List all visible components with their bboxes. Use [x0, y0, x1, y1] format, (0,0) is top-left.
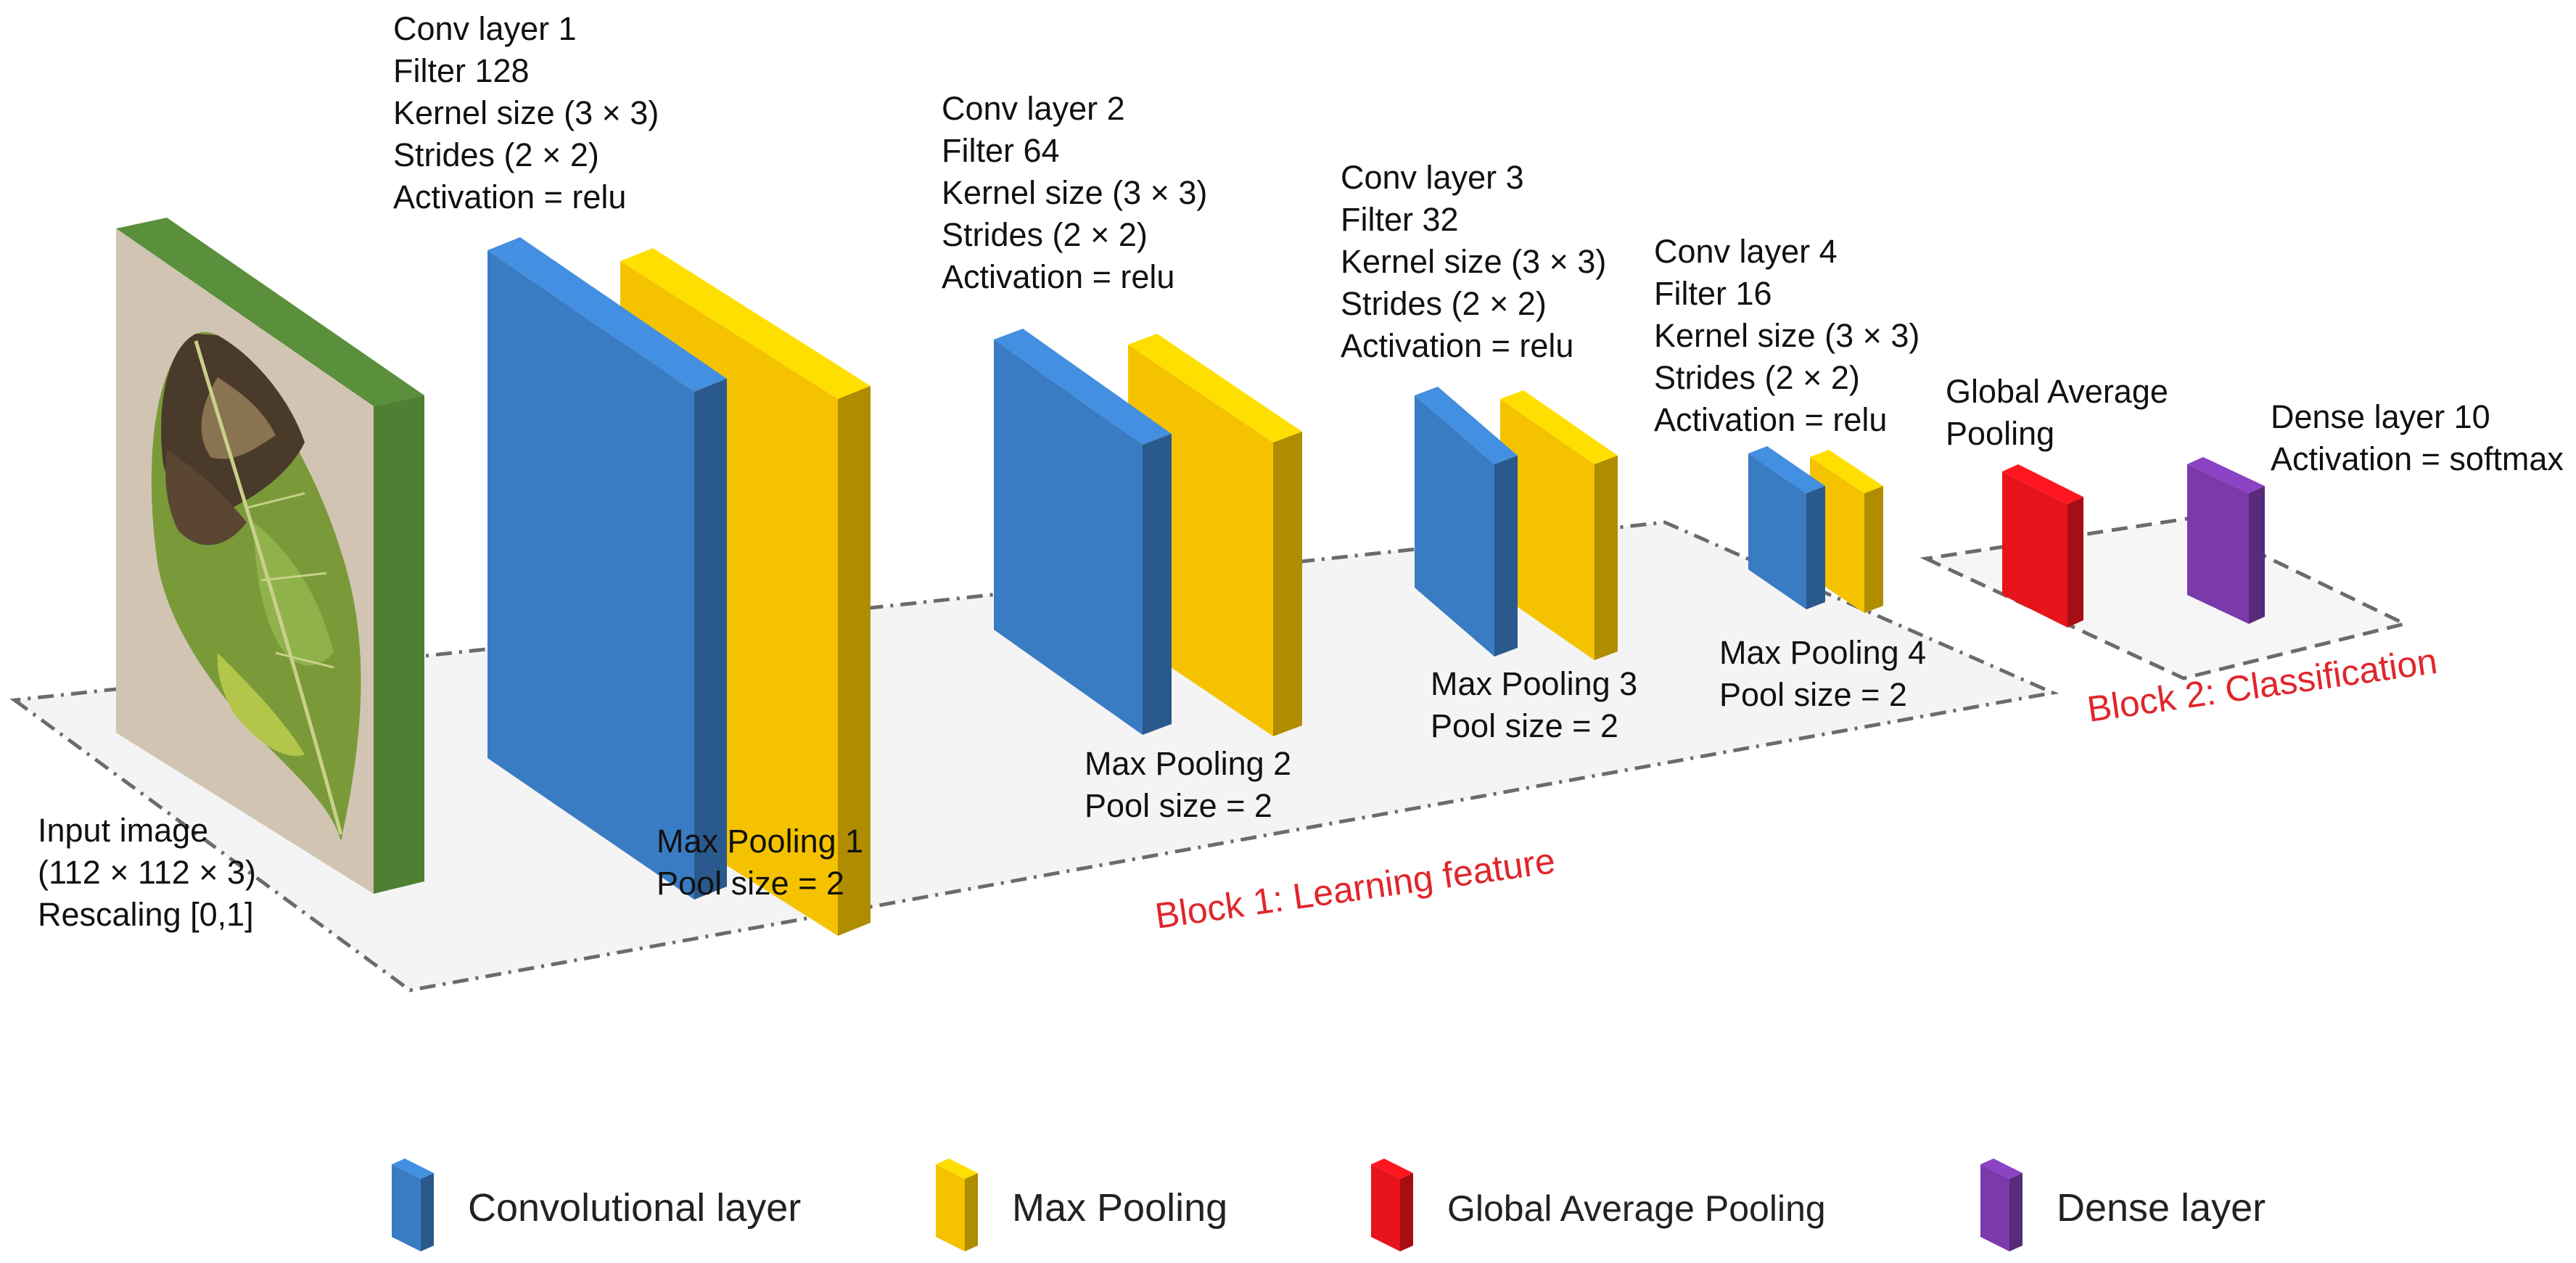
conv2-label-line: Kernel size (3 × 3)	[942, 174, 1207, 211]
conv1-label-line: Filter 128	[393, 52, 530, 89]
legend-label: Dense layer	[2057, 1186, 2266, 1230]
input-label-line: Input image	[38, 812, 208, 849]
legend-swatch-top	[392, 1159, 434, 1179]
conv-layer-2-box-side	[1143, 434, 1172, 735]
conv4-label-line: Strides (2 × 2)	[1654, 359, 1860, 396]
max-pooling-3-box-front	[1500, 399, 1594, 660]
max-pooling-4-box-top	[1810, 450, 1883, 493]
block1-label: Block 1: Learning feature	[1153, 840, 1557, 937]
conv2-label-line: Filter 64	[942, 132, 1060, 169]
legend-label: Global Average Pooling	[1447, 1188, 1826, 1229]
dense-layer-box-top	[2187, 457, 2265, 493]
conv4-label-line: Activation = relu	[1654, 401, 1887, 438]
legend-swatch-front	[1371, 1164, 1400, 1251]
conv-layer-3-box-front	[1415, 395, 1494, 657]
pool2-label-line: Pool size = 2	[1085, 787, 1272, 824]
max-pooling-1-box-top	[620, 248, 871, 399]
conv1-label-line: Kernel size (3 × 3)	[393, 94, 659, 131]
legend-item: Max Pooling	[936, 1159, 1227, 1251]
max-pooling-3-box-side	[1594, 456, 1618, 660]
legend-swatch-top	[1371, 1159, 1413, 1179]
pool2-label-line: Max Pooling 2	[1085, 745, 1291, 782]
conv-layer-4-box-front	[1748, 453, 1806, 609]
layer-boxes	[487, 237, 2265, 936]
legend-swatch-side	[2009, 1173, 2022, 1251]
conv1-label-line: Activation = relu	[393, 178, 626, 215]
dense-layer-box-side	[2249, 486, 2265, 624]
conv-layer-1-box-side	[694, 379, 727, 900]
conv-layer-3-box-top	[1415, 387, 1518, 464]
conv-layer-1-box-front	[487, 250, 694, 900]
dense-label-line: Activation = softmax	[2271, 440, 2564, 477]
legend-swatch-top	[1980, 1159, 2022, 1179]
legend-label: Convolutional layer	[468, 1186, 801, 1230]
global-average-pooling-box-front	[2002, 472, 2067, 628]
legend-swatch-side	[965, 1173, 978, 1251]
conv4-label-line: Filter 16	[1654, 275, 1772, 312]
conv-layer-2-box-top	[994, 329, 1172, 445]
legend-swatch-front	[1980, 1164, 2009, 1251]
pool1-label-line: Max Pooling 1	[657, 823, 863, 860]
conv-layer-4-box	[1748, 446, 1825, 609]
conv3-label-line: Activation = relu	[1341, 327, 1573, 364]
gap-label-line: Global Average	[1946, 373, 2168, 410]
input-label-line: (112 × 112 × 3)	[38, 854, 256, 891]
legend-label: Max Pooling	[1012, 1186, 1227, 1230]
max-pooling-2-box-top	[1128, 334, 1302, 443]
conv-layer-4-box-top	[1748, 446, 1825, 493]
conv3-label-line: Strides (2 × 2)	[1341, 285, 1547, 322]
max-pooling-3-box-top	[1500, 390, 1618, 464]
conv1-label-line: Conv layer 1	[393, 10, 577, 47]
conv-layer-1-box-top	[487, 237, 727, 392]
legend-swatch-side	[421, 1173, 434, 1251]
conv2-label-line: Conv layer 2	[942, 90, 1125, 127]
conv4-label-line: Conv layer 4	[1654, 233, 1838, 270]
conv-layer-2-box	[994, 329, 1172, 735]
conv2-label-line: Strides (2 × 2)	[942, 216, 1148, 253]
gap-label-line: Pooling	[1946, 415, 2054, 452]
legend-swatch-front	[392, 1164, 421, 1251]
conv-layer-2-box-front	[994, 340, 1143, 735]
input-image-layer	[116, 218, 424, 894]
global-average-pooling-box-side	[2067, 497, 2083, 628]
conv2-label-line: Activation = relu	[942, 258, 1174, 295]
leaf-photo	[151, 332, 361, 842]
global-average-pooling-box	[2002, 464, 2083, 628]
legend-item: Dense layer	[1980, 1159, 2266, 1251]
conv3-label-line: Conv layer 3	[1341, 159, 1524, 196]
conv-layer-1-box	[487, 237, 727, 900]
pool4-label-line: Pool size = 2	[1719, 676, 1907, 713]
dense-layer-box	[2187, 457, 2265, 624]
conv-layer-3-box-side	[1494, 456, 1518, 657]
pool4-label-line: Max Pooling 4	[1719, 634, 1926, 671]
input-label-line: Rescaling [0,1]	[38, 896, 254, 933]
conv3-label-line: Kernel size (3 × 3)	[1341, 243, 1606, 280]
max-pooling-1-box-side	[838, 386, 871, 936]
legend-swatch-front	[936, 1164, 965, 1251]
conv-layer-4-box-side	[1806, 486, 1825, 609]
dense-label-line: Dense layer 10	[2271, 398, 2490, 435]
pool1-label-line: Pool size = 2	[657, 865, 844, 902]
legend-swatch-side	[1400, 1173, 1413, 1251]
legend-item: Global Average Pooling	[1371, 1159, 1826, 1251]
conv3-label-line: Filter 32	[1341, 201, 1459, 238]
global-average-pooling-box-top	[2002, 464, 2083, 504]
pool3-label-line: Max Pooling 3	[1431, 665, 1637, 702]
legend-item: Convolutional layer	[392, 1159, 801, 1251]
layer-labels: Input image (112 × 112 × 3) Rescaling [0,1…	[38, 10, 2564, 933]
max-pooling-3-box	[1500, 390, 1618, 660]
legend-swatch-top	[936, 1159, 978, 1179]
max-pooling-4-box-side	[1864, 486, 1883, 613]
conv4-label-line: Kernel size (3 × 3)	[1654, 317, 1919, 354]
dense-layer-box-front	[2187, 464, 2249, 624]
pool3-label-line: Pool size = 2	[1431, 707, 1618, 744]
max-pooling-2-box-side	[1273, 432, 1302, 736]
conv-layer-3-box	[1415, 387, 1518, 657]
conv1-label-line: Strides (2 × 2)	[393, 136, 599, 173]
legend: Convolutional layer Max Pooling Global Ave…	[392, 1159, 2266, 1251]
